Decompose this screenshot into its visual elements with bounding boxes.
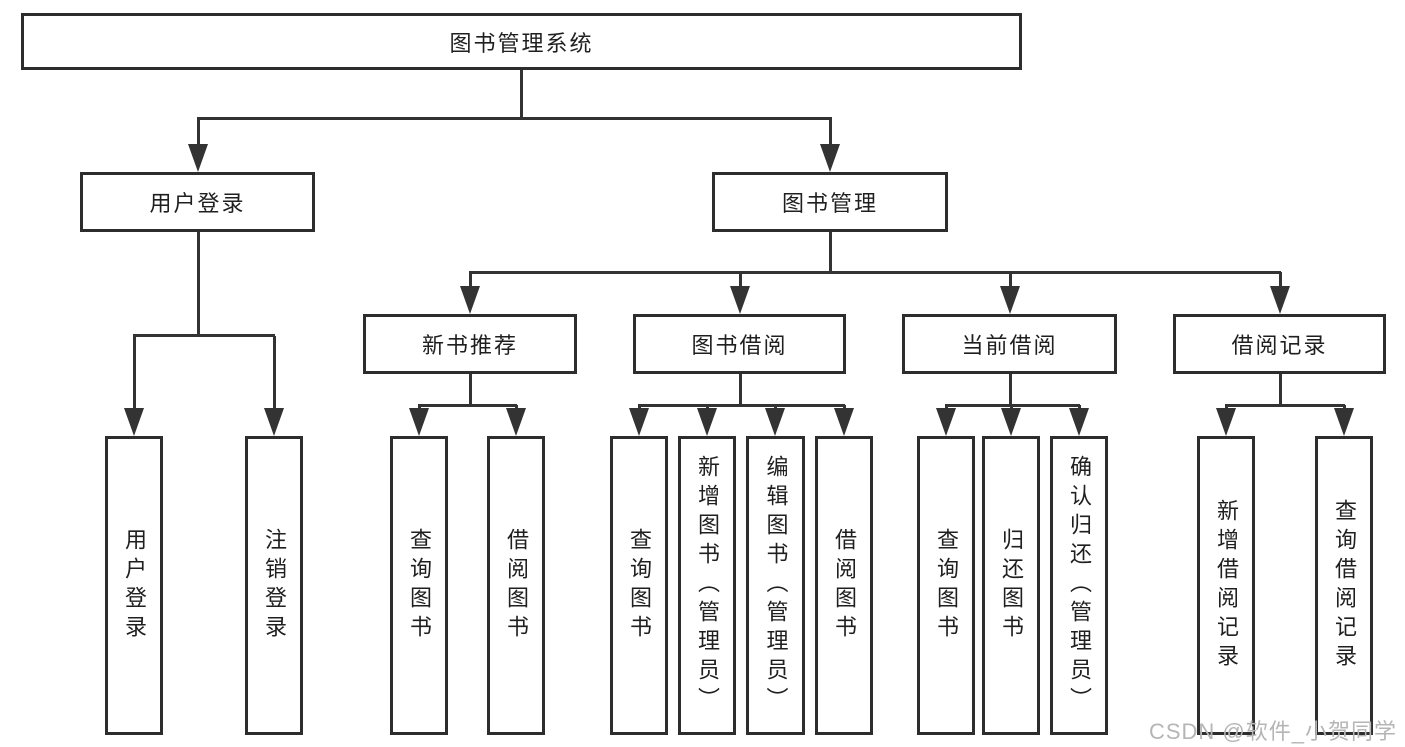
connector-arrowhead: [460, 286, 480, 314]
connector-line: [273, 336, 276, 414]
connector-line: [1279, 374, 1282, 405]
node-leaf-bb-query-books: 查询图书: [610, 436, 668, 735]
node-leaf-bb-borrow-books: 借阅图书: [815, 436, 873, 735]
node-root-label: 图书管理系统: [449, 30, 594, 56]
connector-line: [1279, 272, 1282, 290]
node-leaf-nb-query-books-label: 查询图书: [407, 527, 432, 644]
node-leaf-logout: 注销登录: [245, 436, 303, 735]
csdn-watermark: CSDN @软件_小贺同学: [1148, 719, 1397, 744]
connector-arrowhead: [264, 408, 284, 436]
connector-arrowhead: [1001, 408, 1021, 436]
connector-arrowhead: [506, 408, 526, 436]
node-leaf-user-login-label: 用户登录: [122, 527, 147, 644]
connector-line: [829, 117, 832, 150]
node-user-login: 用户登录: [80, 172, 315, 232]
connector-arrowhead: [629, 408, 649, 436]
connector-line: [638, 404, 845, 407]
connector-line: [469, 374, 472, 405]
connector-line: [1009, 374, 1012, 405]
node-leaf-cb-return-books-label: 归还图书: [999, 527, 1024, 644]
node-book-borrow-label: 图书借阅: [691, 333, 788, 358]
connector-arrowhead: [1270, 286, 1290, 314]
node-borrow-records: 借阅记录: [1173, 314, 1386, 374]
connector-arrowhead: [936, 408, 956, 436]
connector-arrowhead: [1216, 408, 1236, 436]
connector-line: [1009, 272, 1012, 290]
connector-arrowhead: [697, 408, 717, 436]
node-borrow-records-label: 借阅记录: [1231, 333, 1328, 358]
node-root: 图书管理系统: [21, 13, 1022, 70]
connector-arrowhead: [834, 408, 854, 436]
node-book-management-label: 图书管理: [781, 191, 878, 216]
connector-line: [829, 232, 832, 272]
node-current-borrow: 当前借阅: [902, 314, 1117, 374]
connector-arrowhead: [730, 286, 750, 314]
node-leaf-logout-label: 注销登录: [262, 527, 287, 644]
node-leaf-bb-query-books-label: 查询图书: [627, 527, 652, 644]
connector-arrowhead: [409, 408, 429, 436]
node-new-book-recommend-label: 新书推荐: [421, 333, 518, 358]
node-leaf-cb-return-books: 归还图书: [982, 436, 1040, 735]
connector-line: [197, 117, 832, 120]
node-leaf-bb-edit-books-admin-label: 编辑图书（管理员）: [763, 455, 789, 716]
connector-line: [197, 117, 200, 150]
node-leaf-nb-query-books: 查询图书: [390, 436, 448, 735]
connector-line: [739, 374, 742, 405]
node-current-borrow-label: 当前借阅: [961, 333, 1058, 358]
connector-arrowhead: [188, 144, 208, 172]
node-leaf-br-add-record-label: 新增借阅记录: [1214, 498, 1239, 673]
connector-line: [469, 271, 1281, 274]
node-leaf-bb-borrow-books-label: 借阅图书: [832, 527, 857, 644]
node-user-login-label: 用户登录: [149, 191, 246, 216]
node-leaf-cb-confirm-return-admin: 确认归还（管理员）: [1050, 436, 1108, 735]
connector-line: [739, 272, 742, 290]
node-leaf-cb-query-books: 查询图书: [917, 436, 975, 735]
node-new-book-recommend: 新书推荐: [363, 314, 577, 374]
connector-line: [520, 70, 523, 117]
connector-arrowhead: [765, 408, 785, 436]
node-leaf-user-login: 用户登录: [105, 436, 163, 735]
node-leaf-br-query-record-label: 查询借阅记录: [1332, 498, 1357, 673]
node-leaf-cb-confirm-return-admin-label: 确认归还（管理员）: [1067, 455, 1092, 716]
connector-arrowhead: [1000, 286, 1020, 314]
node-book-management: 图书管理: [712, 172, 948, 232]
connector-line: [197, 232, 200, 335]
connector-line: [133, 334, 275, 337]
node-leaf-nb-borrow-books: 借阅图书: [487, 436, 545, 735]
connector-line: [1225, 404, 1345, 407]
node-leaf-nb-borrow-books-label: 借阅图书: [504, 527, 529, 644]
connector-line: [418, 404, 517, 407]
node-leaf-br-query-record: 查询借阅记录: [1315, 436, 1373, 735]
connector-arrowhead: [820, 144, 840, 172]
connector-arrowhead: [124, 408, 144, 436]
node-leaf-cb-query-books-label: 查询图书: [934, 527, 959, 644]
connector-arrowhead: [1069, 408, 1089, 436]
connector-arrowhead: [1334, 408, 1354, 436]
connector-line: [469, 272, 472, 290]
node-book-borrow: 图书借阅: [633, 314, 846, 374]
connector-line: [133, 336, 136, 414]
node-leaf-bb-edit-books-admin: 编辑图书（管理员）: [746, 436, 805, 735]
node-leaf-br-add-record: 新增借阅记录: [1197, 436, 1255, 735]
node-leaf-bb-add-books-admin-label: 新增图书（管理员）: [695, 455, 720, 716]
node-leaf-bb-add-books-admin: 新增图书（管理员）: [678, 436, 736, 735]
